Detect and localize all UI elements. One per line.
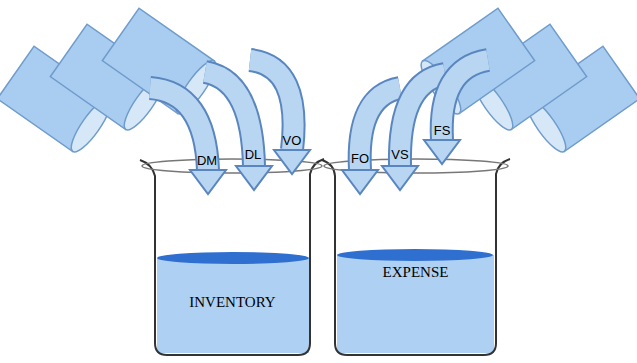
beaker-label: EXPENSE xyxy=(335,264,496,281)
cost-label: FS xyxy=(434,123,451,138)
beaker-label: INVENTORY xyxy=(155,294,310,311)
beaker: INVENTORY xyxy=(155,170,310,355)
beaker: EXPENSE xyxy=(335,170,496,355)
pour-arrow xyxy=(424,60,488,164)
pour-arrow xyxy=(205,72,272,190)
cost-label: DM xyxy=(197,153,217,168)
cost-label: DL xyxy=(245,147,262,162)
cost-label: FO xyxy=(351,151,369,166)
beaker-glass xyxy=(140,159,324,355)
pour-arrow xyxy=(150,88,226,194)
cost-label: VS xyxy=(391,147,408,162)
liquid-surface xyxy=(157,252,309,264)
cost-label: VO xyxy=(283,133,302,148)
beaker-glass xyxy=(322,159,510,355)
liquid-surface xyxy=(337,249,493,261)
